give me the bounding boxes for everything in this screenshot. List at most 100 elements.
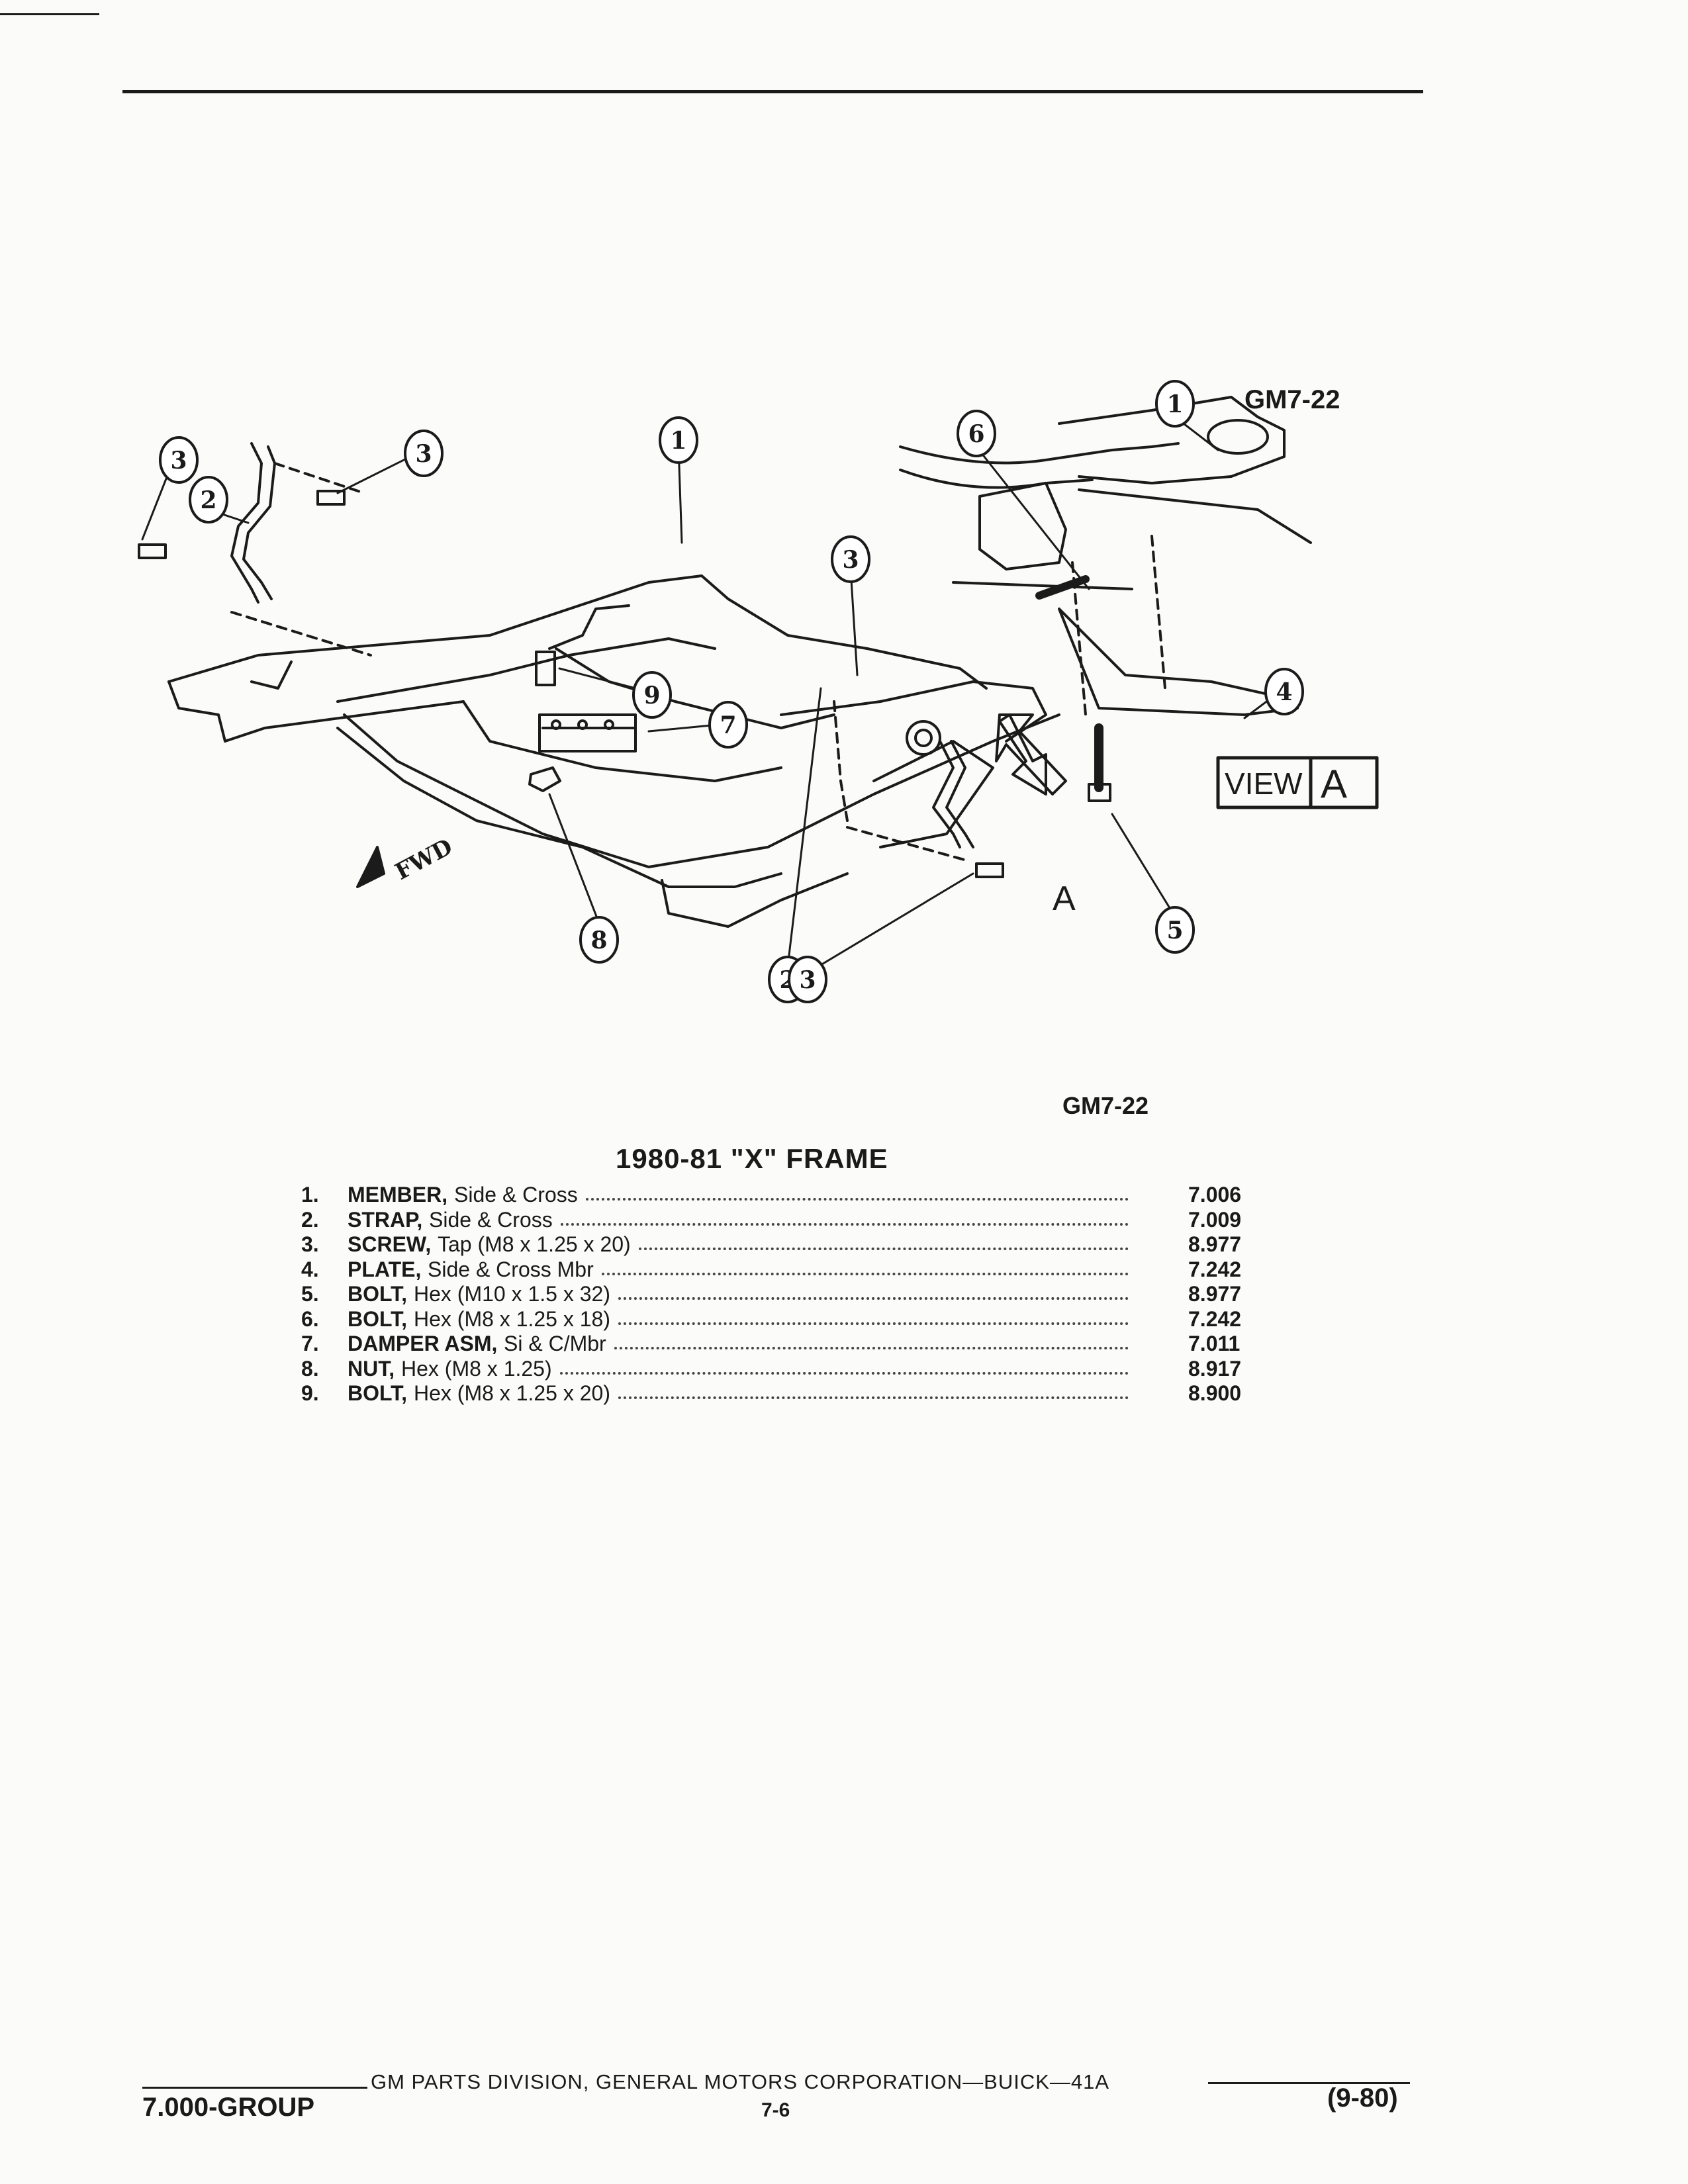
part-group-number: 8.977 [1188, 1232, 1242, 1256]
part-row: 3. SCREW,Tap (M8 x 1.25 x 20) 8.977 [301, 1232, 1294, 1257]
svg-text:8: 8 [590, 927, 607, 954]
svg-text:3: 3 [842, 546, 859, 574]
part-description: Hex (M8 x 1.25 x 20) [414, 1381, 610, 1405]
part-row: 6. BOLT,Hex (M8 x 1.25 x 18) 7.242 [301, 1306, 1294, 1332]
part-number: 9. [301, 1381, 319, 1405]
part-group-number: 8.977 [1188, 1282, 1242, 1306]
part-row: 1. MEMBER, Side & Cross 7.006 [301, 1182, 1294, 1207]
callout-3: 3 [831, 535, 870, 583]
fwd-label: FWD [391, 834, 457, 886]
part-row: 9. BOLT,Hex (M8 x 1.25 x 20) 8.900 [301, 1381, 1294, 1406]
part-name: SCREW, [348, 1232, 432, 1256]
part-number: 4. [301, 1257, 319, 1281]
dot-leader [602, 1271, 1129, 1275]
view-box-letter: A [1321, 762, 1347, 806]
part-group-number: 7.009 [1188, 1207, 1242, 1232]
svg-text:9: 9 [643, 682, 660, 709]
callout-4: 4 [1264, 668, 1304, 715]
part-number: 7. [301, 1332, 319, 1355]
dot-leader [560, 1371, 1129, 1375]
dot-leader [561, 1222, 1129, 1226]
part-number: 6. [301, 1306, 319, 1331]
part-name: BOLT, [348, 1381, 408, 1405]
part-row: 8. NUT,Hex (M8 x 1.25) 8.917 [301, 1356, 1294, 1381]
part-row: 7. DAMPER ASM, Si & C/Mbr 7.011 [301, 1331, 1294, 1356]
footer-group: 7.000-GROUP [142, 2093, 315, 2122]
part-group-number: 8.917 [1188, 1356, 1242, 1381]
svg-text:5: 5 [1166, 917, 1183, 944]
svg-text:6: 6 [968, 420, 984, 448]
dot-leader [618, 1395, 1129, 1399]
part-row: 4. PLATE,Side & Cross Mbr 7.242 [301, 1257, 1294, 1282]
fwd-arrow-icon [356, 846, 385, 888]
part-name: NUT, [348, 1356, 395, 1381]
view-a-detail-drawing [899, 396, 1379, 809]
svg-text:3: 3 [415, 440, 432, 468]
part-name: DAMPER ASM, [348, 1332, 498, 1355]
part-name: PLATE, [348, 1257, 422, 1281]
svg-text:1: 1 [670, 427, 686, 455]
frame-member-drawing [167, 574, 1060, 928]
part-description: Tap (M8 x 1.25 x 20) [438, 1232, 631, 1256]
figure-code-top: GM7-22 [1244, 385, 1340, 414]
part-row: 5. BOLT,Hex (M10 x 1.5 x 32) 8.977 [301, 1281, 1294, 1306]
part-group-number: 7.011 [1188, 1332, 1241, 1355]
svg-text:3: 3 [799, 966, 816, 994]
callout-2: 2 [189, 476, 228, 523]
callout-7: 7 [708, 701, 748, 749]
strap-and-screw-drawing [138, 442, 1004, 878]
figure-code-caption: GM7-22 [1062, 1092, 1149, 1119]
part-name: BOLT, [348, 1282, 408, 1306]
part-description: Side & Cross [454, 1183, 578, 1206]
callout-1: 1 [1155, 380, 1195, 428]
part-group-number: 8.900 [1188, 1381, 1242, 1405]
svg-text:7: 7 [720, 711, 736, 739]
part-group-number: 7.242 [1188, 1257, 1242, 1281]
footer-date: (9-80) [1327, 2083, 1398, 2113]
callout-6: 6 [957, 410, 996, 457]
view-letter: A [1053, 880, 1076, 918]
part-number: 2. [301, 1207, 319, 1232]
part-description: Hex (M8 x 1.25) [401, 1356, 552, 1381]
callout-8: 8 [579, 916, 619, 964]
part-name: BOLT, [348, 1306, 408, 1331]
part-name: MEMBER, [348, 1183, 448, 1206]
view-arrow-icon [995, 713, 1067, 796]
part-number: 3. [301, 1232, 319, 1256]
callout-1: 1 [659, 416, 698, 464]
dot-leader [618, 1296, 1129, 1300]
part-number: 8. [301, 1356, 319, 1381]
part-group-number: 7.242 [1188, 1306, 1242, 1331]
dot-leader [618, 1321, 1129, 1325]
svg-text:4: 4 [1276, 678, 1292, 706]
part-description: Si & C/Mbr [504, 1332, 606, 1355]
footer-rule-left [142, 2087, 367, 2089]
part-description: Side & Cross Mbr [428, 1257, 594, 1281]
corner-mark [0, 13, 99, 15]
part-group-number: 7.006 [1188, 1183, 1242, 1206]
view-box-word: VIEW [1225, 766, 1303, 801]
callout-3: 3 [404, 430, 444, 477]
diagram-title: 1980-81 "X" FRAME [616, 1143, 888, 1174]
dot-leader [639, 1246, 1129, 1250]
footer-page-number: 7-6 [761, 2099, 790, 2121]
callout-leaders [141, 416, 1272, 974]
part-number: 5. [301, 1282, 319, 1306]
dot-leader [614, 1345, 1129, 1349]
part-row: 2. STRAP,Side & Cross 7.009 [301, 1207, 1294, 1232]
callout-9: 9 [632, 671, 672, 719]
part-number: 1. [301, 1183, 319, 1206]
svg-text:3: 3 [170, 447, 187, 475]
callout-5: 5 [1155, 906, 1195, 954]
part-name: STRAP, [348, 1207, 423, 1232]
part-description: Side & Cross [429, 1207, 553, 1232]
dot-leader [586, 1197, 1129, 1201]
footer-publisher: GM PARTS DIVISION, GENERAL MOTORS CORPOR… [371, 2070, 1110, 2093]
svg-text:2: 2 [200, 486, 216, 514]
part-description: Hex (M8 x 1.25 x 18) [414, 1306, 610, 1331]
callout-3: 3 [159, 436, 199, 484]
part-description: Hex (M10 x 1.5 x 32) [414, 1282, 610, 1306]
footer-rule-right [1208, 2082, 1410, 2084]
